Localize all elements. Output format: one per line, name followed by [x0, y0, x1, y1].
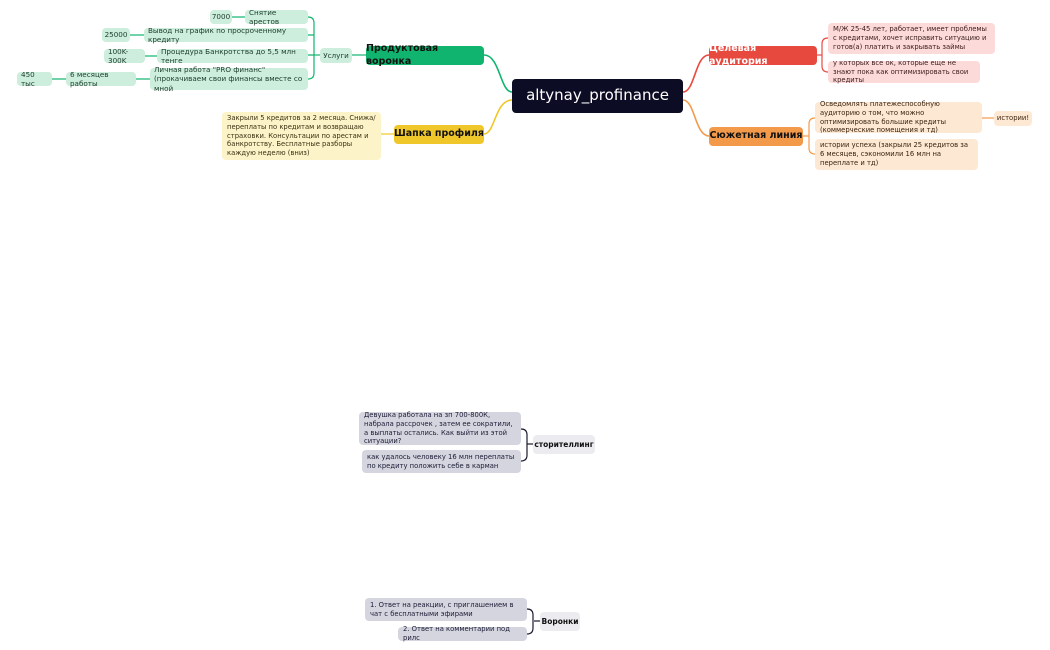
- funnel-item-schedule[interactable]: Вывод на график по просроченному кредиту: [144, 26, 308, 44]
- funnel-price-schedule[interactable]: 25000: [102, 28, 130, 42]
- audience-item-secondary[interactable]: у которых все ок, которые еще не знают п…: [828, 59, 980, 84]
- audience-node[interactable]: Целевая аудитория: [709, 43, 817, 67]
- storytelling-item-story[interactable]: Девушка работала на зп 700-800К, набрала…: [359, 411, 521, 445]
- funnel-price-bankruptcy[interactable]: 100K-300K: [104, 47, 145, 65]
- root-node[interactable]: altynay_profinance: [512, 79, 683, 113]
- funnel-price-arrests[interactable]: 7000: [210, 10, 232, 24]
- voronki-node[interactable]: Воронки: [540, 612, 580, 631]
- storyline-item-success[interactable]: истории успеха (закрыли 25 кредитов за 6…: [815, 139, 978, 170]
- funnel-item-arrests[interactable]: Снятие арестов: [245, 8, 308, 26]
- funnel-item-bankruptcy[interactable]: Процедура Банкротства до 5,5 млн тенге: [157, 47, 308, 65]
- voronki-item-comments[interactable]: 2. Ответ на комментарии под рилс: [398, 625, 527, 642]
- funnel-price-personal[interactable]: 450 тыс: [17, 70, 52, 88]
- services-node[interactable]: Услуги: [320, 48, 352, 63]
- funnel-duration-personal[interactable]: 6 месяцев работы: [66, 70, 136, 88]
- header-text[interactable]: Закрыли 5 кредитов за 2 месяца. Снижа/пе…: [222, 112, 381, 160]
- storyline-item-inform[interactable]: Осведомлять платежеспособную аудиторию о…: [815, 100, 982, 134]
- funnel-node[interactable]: Продуктовая воронка: [366, 43, 484, 67]
- audience-item-main[interactable]: М/Ж 25-45 лет, работает, имеет проблемы …: [828, 23, 995, 54]
- header-node[interactable]: Шапка профиля: [394, 125, 484, 144]
- storyline-node[interactable]: Сюжетная линия: [709, 127, 803, 146]
- storyline-extra-stories[interactable]: истории!: [994, 111, 1032, 126]
- storytelling-node[interactable]: сторителлинг: [533, 435, 595, 454]
- storytelling-item-success[interactable]: как удалось человеку 16 млн переплаты по…: [362, 450, 521, 473]
- voronki-item-reactions[interactable]: 1. Ответ на реакции, с приглашением в ча…: [365, 598, 527, 621]
- funnel-item-personal[interactable]: Личная работа "PRO финанс" (прокачиваем …: [150, 65, 308, 93]
